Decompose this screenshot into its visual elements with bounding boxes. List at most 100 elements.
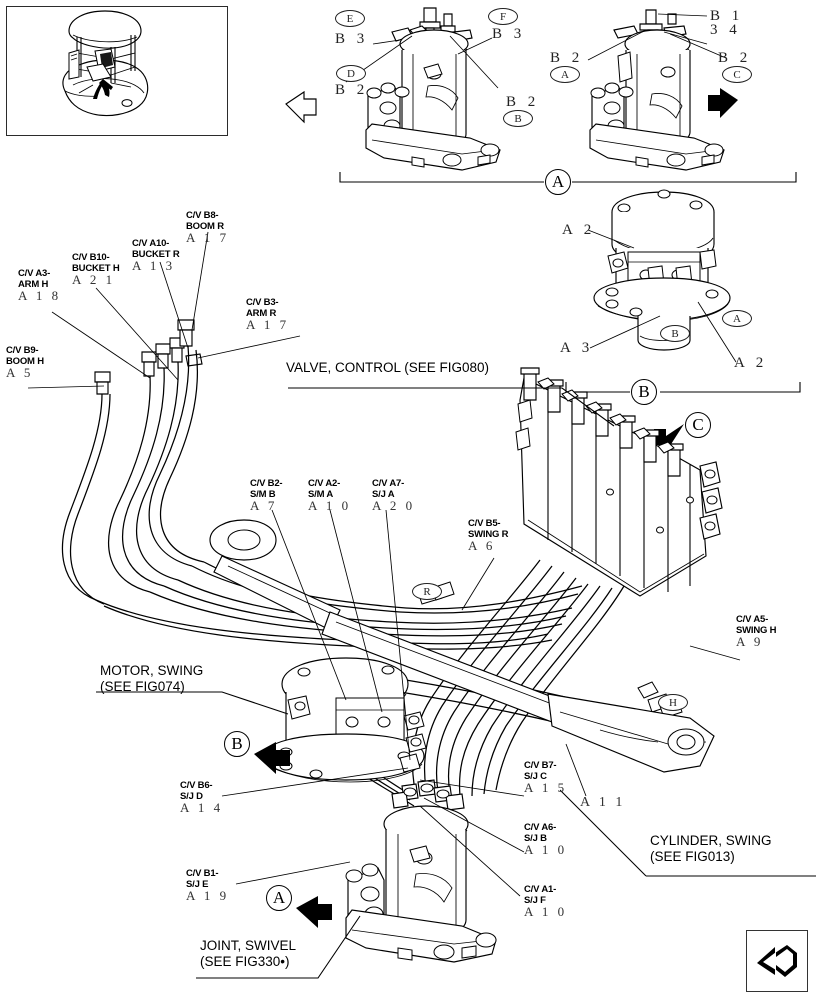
oval-marker-d: D (336, 65, 366, 82)
cv-b2-line1: C/V B2- (250, 478, 283, 489)
cv-a6-ref: A 1 0 (524, 842, 568, 857)
cv-label-a1: C/V A1- S/J F A 1 0 (524, 884, 568, 919)
oval-marker-r: R (412, 583, 442, 600)
cv-label-b1: C/V B1- S/J E A 1 9 (186, 868, 230, 903)
caption-joint-swivel-line2: (SEE FIG330•) (200, 954, 290, 969)
cv-label-b6: C/V B6- S/J D A 1 4 (180, 780, 223, 814)
cv-label-b8: C/V B8- BOOM R A 1 7 (186, 210, 230, 245)
swivel-detail-right (587, 9, 727, 171)
cv-b7-line1: C/V B7- (524, 760, 557, 771)
circle-marker-b-group: B (631, 379, 657, 405)
cv-a3-line1: C/V A3- (18, 268, 51, 279)
oval-marker-f: F (488, 8, 518, 25)
circle-marker-b-motor: B (224, 731, 250, 757)
control-valve-stack (288, 367, 723, 597)
cv-label-b10: C/V B10- BUCKET H A 2 1 (72, 252, 120, 287)
hose-bundle (61, 319, 691, 807)
circle-marker-a-joint: A (266, 885, 292, 911)
cv-label-b2: C/V B2- S/M B A 7 (250, 478, 283, 513)
cv-b10-line2: BUCKET H (72, 263, 120, 274)
cv-b8-line2: BOOM R (186, 221, 224, 232)
cv-b2-ref: A 7 (250, 498, 278, 513)
cv-a2-ref: A 1 0 (308, 498, 352, 513)
caption-motor-swing: MOTOR, SWING (SEE FIG074) (100, 663, 203, 695)
cv-a3-ref: A 1 8 (18, 288, 62, 303)
cv-label-b3: C/V B3- ARM R A 1 7 (246, 297, 290, 332)
caption-cylinder-swing-line2: (SEE FIG013) (650, 849, 735, 864)
cv-a10b-ref: A 1 3 (132, 258, 176, 273)
cv-a10b-line2: BUCKET R (132, 249, 180, 260)
cv-b6-line1: C/V B6- (180, 780, 213, 791)
cv-label-b5: C/V B5- SWING R A 6 (468, 518, 509, 553)
machine-overview-drawing (62, 10, 149, 117)
cv-b9-line1: C/V B9- (6, 345, 39, 356)
detail-ref-b2-right-left: B 2 (550, 50, 584, 66)
oval-marker-b-motor: B (660, 325, 690, 342)
cv-a5-line2: SWING H (736, 625, 777, 636)
cv-a6-line1: C/V A6- (524, 822, 557, 833)
cv-b9-line2: BOOM H (6, 356, 44, 367)
swing-cylinder (209, 519, 715, 773)
cv-b1-ref: A 1 9 (186, 888, 230, 903)
cv-a7-ref: A 2 0 (372, 498, 416, 513)
cv-label-b7: C/V B7- S/J C A 1 5 (524, 760, 568, 795)
cv-b5-line2: SWING R (468, 529, 509, 540)
cv-a1-line1: C/V A1- (524, 884, 557, 895)
cv-b3-line2: ARM R (246, 308, 277, 319)
cv-b6-line2: S/J D (180, 791, 203, 802)
view-direction-arrow-icon (757, 945, 797, 977)
caption-joint-swivel: JOINT, SWIVEL (SEE FIG330•) (200, 938, 296, 970)
detail-ref-b3-left: B 3 (335, 31, 369, 47)
cv-a10b-line1: C/V A10- (132, 238, 170, 249)
cv-b5-ref: A 6 (468, 538, 496, 553)
detail-ref-a2-top: A 2 (562, 222, 596, 238)
cv-label-a3: C/V A3- ARM H A 1 8 (18, 268, 62, 303)
detail-ref-b3-mid: B 3 (492, 26, 526, 42)
cv-a1-ref: A 1 0 (524, 904, 568, 919)
cv-a6-line2: S/J B (524, 833, 547, 844)
cv-label-b9: C/V B9- BOOM H A 5 (6, 345, 44, 379)
caption-joint-swivel-line1: JOINT, SWIVEL (200, 938, 297, 953)
cv-a7-line1: C/V A7- (372, 478, 405, 489)
circle-marker-c-group: C (685, 412, 711, 438)
oval-marker-e: E (335, 10, 365, 27)
detail-ref-a3-mid: A 3 (560, 340, 594, 356)
cv-a7-line2: S/J A (372, 489, 395, 500)
cv-label-a2: C/V A2- S/M A A 1 0 (308, 478, 352, 513)
cv-b5-line1: C/V B5- (468, 518, 501, 529)
detail-ref-b2-right-right: B 2 (718, 50, 752, 66)
cv-b8-ref: A 1 7 (186, 230, 230, 245)
cv-a5-ref: A 9 (736, 634, 764, 649)
label-leader-lines (27, 231, 816, 979)
cv-b10-line1: C/V B10- (72, 252, 110, 263)
cv-b2-line2: S/M B (250, 489, 276, 500)
cv-b8-line1: C/V B8- (186, 210, 219, 221)
caption-motor-swing-line1: MOTOR, SWING (100, 663, 204, 678)
caption-cylinder-swing: CYLINDER, SWING (SEE FIG013) (650, 833, 772, 865)
cv-label-a6: C/V A6- S/J B A 1 0 (524, 822, 568, 857)
caption-motor-swing-line2: (SEE FIG074) (100, 679, 185, 694)
oval-marker-c: C (722, 66, 752, 83)
caption-valve-control: VALVE, CONTROL (SEE FIG080) (286, 360, 490, 375)
detail-ref-b1-right: B 1 (710, 8, 744, 24)
loose-ref-a11: A 1 1 (580, 795, 626, 810)
cv-label-a10-bucket: C/V A10- BUCKET R A 1 3 (132, 238, 180, 273)
oval-marker-a: A (550, 66, 580, 83)
oval-marker-h: H (658, 694, 688, 711)
detail-ref-34-right: 3 4 (710, 22, 741, 38)
cv-a5-line1: C/V A5- (736, 614, 769, 625)
detail-ref-a2-bot: A 2 (734, 355, 768, 371)
caption-cylinder-swing-line1: CYLINDER, SWING (650, 833, 772, 848)
cv-b1-line1: C/V B1- (186, 868, 219, 879)
cv-a3-line2: ARM H (18, 279, 49, 290)
cv-b7-ref: A 1 5 (524, 780, 568, 795)
oval-marker-b: B (503, 110, 533, 127)
machine-overview-inset (6, 6, 228, 136)
cv-a2-line1: C/V A2- (308, 478, 341, 489)
cv-b7-line2: S/J C (524, 771, 547, 782)
cv-b3-ref: A 1 7 (246, 317, 290, 332)
swing-motor-main (263, 657, 427, 783)
cv-b10-ref: A 2 1 (72, 272, 116, 287)
cv-b3-line1: C/V B3- (246, 297, 279, 308)
